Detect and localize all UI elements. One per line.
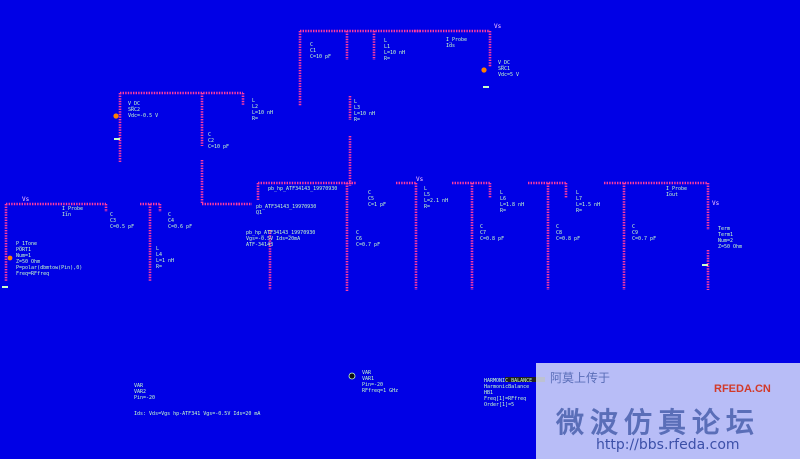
ids-equation-label[interactable]: Ids: Vds=Vgs hp-ATF341 Vgs=-0.5V Ids=20 … <box>134 411 261 417</box>
var-bottom-label[interactable]: VAR VAR2 Pin=-20 <box>134 383 156 401</box>
v-dc-left-icon <box>113 113 119 119</box>
i-probe-left-label[interactable]: I_Probe Iin <box>62 206 84 218</box>
node-label-right-vs: Vs <box>712 200 720 207</box>
var-markers <box>348 372 545 382</box>
device-params-label[interactable]: pb_hp_ATF34143_19970930 Vgs=-0.5V Ids=20… <box>246 230 316 248</box>
c-top-label[interactable]: C C1 C=10 pF <box>310 42 332 60</box>
c-out5-label[interactable]: C C9 C=0.7 pF <box>632 224 657 242</box>
l-mid-label[interactable]: L L2 L=10 nH R= <box>252 98 274 122</box>
p-1tone-label[interactable]: P_1Tone PORT1 Num=1 Z=50 Ohm P=polar(dbm… <box>16 241 83 277</box>
c-out1-label[interactable]: C C5 C=1 pF <box>368 190 387 208</box>
watermark-title: 微波仿真论坛 <box>556 406 761 439</box>
source-markers <box>7 67 487 261</box>
p-1tone-icon <box>7 255 13 261</box>
term-label[interactable]: Term Term1 Num=2 Z=50 Ohm <box>718 226 743 250</box>
l-drain-label[interactable]: L L3 L=10 nH R= <box>354 99 376 123</box>
l-out3-label[interactable]: L L7 L=1.5 nH R= <box>576 190 601 214</box>
c-out2-label[interactable]: C C6 C=0.7 pF <box>356 230 381 248</box>
node-label-mid-vs: Vs <box>416 176 424 183</box>
var-icon <box>348 372 356 380</box>
var-label[interactable]: VAR VAR1 Pin=-20 RFfreq=1 GHz <box>362 370 399 394</box>
c-left-label[interactable]: C C2 C=10 pF <box>208 132 230 150</box>
c-in2-label[interactable]: C C4 C=0.6 pF <box>168 212 193 230</box>
node-label-left-vs: Vs <box>22 196 30 203</box>
watermark-url: http://bbs.rfeda.com <box>596 437 740 453</box>
hb-icon <box>505 377 545 382</box>
l-out1-label[interactable]: L L5 L=2.1 nH R= <box>424 186 449 210</box>
v-dc-left-label[interactable]: V_DC SRC2 Vdc=-0.5 V <box>128 101 159 119</box>
watermark-brand: RFEDA.CN <box>714 383 771 395</box>
l-in-label[interactable]: L L4 L=1 nH R= <box>156 246 175 270</box>
ground-input-icon <box>2 286 8 288</box>
node-label-top-vs: Vs <box>494 23 502 30</box>
i-probe-top-label[interactable]: I_Probe Ids <box>446 37 468 49</box>
ground-markers <box>2 86 708 288</box>
harmonic-balance-label[interactable]: HARMONIC BALANCE HarmonicBalance HB1 Fre… <box>484 378 533 408</box>
c-out4-label[interactable]: C C8 C=0.8 pF <box>556 224 581 242</box>
l-out2-label[interactable]: L L6 L=1.8 nH R= <box>500 190 525 214</box>
watermark-panel: 阿莫上传于 RFEDA.CN 微波仿真论坛 http://bbs.rfeda.c… <box>536 363 800 459</box>
device-note-label[interactable]: pb_hp_ATF34143_19970930 <box>268 186 338 192</box>
v-dc-top-icon <box>481 67 487 73</box>
v-dc-top-label[interactable]: V_DC SRC1 Vdc=5 V <box>498 60 520 78</box>
i-probe-right-label[interactable]: I_Probe Iout <box>666 186 688 198</box>
l-top-label[interactable]: L L1 L=10 nH R= <box>384 38 406 62</box>
ground-term-icon <box>702 264 708 266</box>
c-out3-label[interactable]: C C7 C=0.8 pF <box>480 224 505 242</box>
c-in1-label[interactable]: C C3 C=0.5 pF <box>110 212 135 230</box>
watermark-line1: 阿莫上传于 <box>550 371 611 385</box>
ground-left-icon <box>114 138 120 140</box>
ground-top-icon <box>483 86 489 88</box>
device-label[interactable]: pb_ATF34143_19970930 Q1 <box>256 204 317 216</box>
wire-group <box>4 29 710 291</box>
